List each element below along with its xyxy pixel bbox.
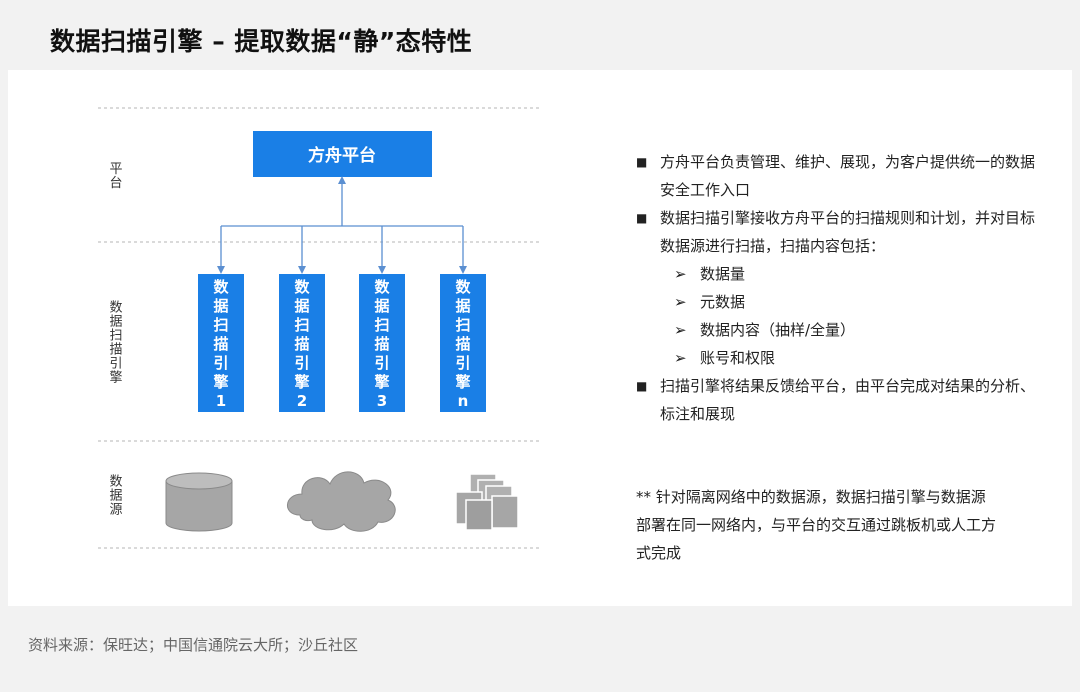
note-sub-item: ➢ 账号和权限 bbox=[674, 344, 1036, 372]
arrow-bullet-icon: ➢ bbox=[674, 265, 687, 283]
engine-box bbox=[440, 274, 486, 412]
engine-box bbox=[279, 274, 325, 412]
note-sub-item: ➢ 数据量 bbox=[674, 260, 1036, 288]
note-sub-item: ➢ 数据内容（抽样/全量） bbox=[674, 316, 1036, 344]
layer-label: 数据源 bbox=[109, 475, 122, 518]
documents-icon bbox=[455, 473, 519, 531]
page-title: 数据扫描引擎 – 提取数据“静”态特性 bbox=[50, 27, 473, 56]
cloud-icon bbox=[287, 471, 396, 532]
note-bullet: ■ 方舟平台负责管理、维护、展现，为客户提供统一的数据安全工作入口 bbox=[636, 148, 1036, 204]
note-sub-item: ➢ 元数据 bbox=[674, 288, 1036, 316]
arrow-bullet-icon: ➢ bbox=[674, 321, 687, 339]
footnote: ** 针对隔离网络中的数据源，数据扫描引擎与数据源部署在同一网络内，与平台的交互… bbox=[636, 488, 997, 562]
note-bullet: ■ 数据扫描引擎接收方舟平台的扫描规则和计划，并对目标数据源进行扫描，扫描内容包… bbox=[636, 204, 1036, 260]
bullet-square-icon: ■ bbox=[636, 379, 648, 393]
platform-box-label: 方舟平台 bbox=[308, 145, 376, 166]
database-icon bbox=[165, 472, 233, 532]
source-footer: 资料来源：保旺达；中国信通院云大所；沙丘社区 bbox=[28, 636, 359, 654]
platform-box bbox=[253, 131, 432, 177]
note-bullet: ■ 扫描引擎将结果反馈给平台，由平台完成对结果的分析、标注和展现 bbox=[636, 372, 1036, 428]
arrow-bullet-icon: ➢ bbox=[674, 349, 687, 367]
layer-label: 平台 bbox=[109, 162, 122, 191]
arrow-bullet-icon: ➢ bbox=[674, 293, 687, 311]
engine-box bbox=[198, 274, 244, 412]
description-notes: ■ 方舟平台负责管理、维护、展现，为客户提供统一的数据安全工作入口 ■ 数据扫描… bbox=[636, 148, 1036, 428]
bullet-square-icon: ■ bbox=[636, 155, 648, 169]
bullet-square-icon: ■ bbox=[636, 211, 648, 225]
engine-box bbox=[359, 274, 405, 412]
layer-label: 数据扫描引擎 bbox=[109, 301, 122, 386]
